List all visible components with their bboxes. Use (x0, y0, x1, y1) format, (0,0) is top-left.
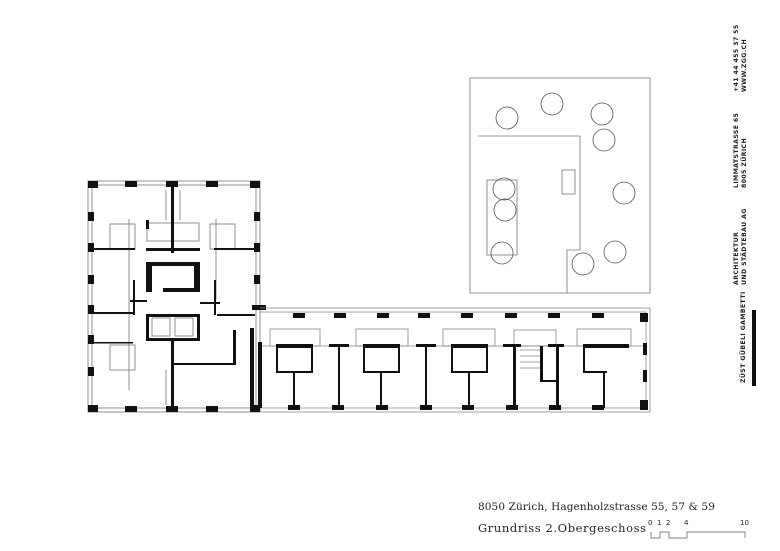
scale-tick-10: 10 (740, 519, 749, 527)
office-street: LIMMATSTRASSE 65 (733, 112, 740, 188)
scale-tick-0: 0 (648, 519, 653, 527)
balcony (442, 328, 496, 347)
office-contact: +41 44 455 37 55 WWW.ZGG.CH (733, 24, 748, 92)
tree-circles (490, 92, 636, 276)
residential-wing (258, 307, 651, 413)
office-name: ZÜST GÜBELI GAMBETTI (740, 291, 748, 383)
office-phone: +41 44 455 37 55 (733, 24, 740, 92)
brand-bar (752, 310, 756, 386)
office-web: WWW.ZGG.CH (740, 38, 748, 92)
project-address: 8050 Zürich, Hagenholzstrasse 55, 57 & 5… (478, 501, 715, 513)
office-line2: UND STÄDTEBAU AG (740, 208, 748, 285)
balcony (269, 328, 321, 347)
terrace-bench (561, 169, 576, 195)
terrace-bench (486, 179, 518, 256)
scale-tick-2: 2 (666, 519, 671, 527)
balcony (576, 328, 632, 347)
balcony (513, 329, 557, 347)
roof-terrace (469, 77, 651, 294)
office-address: LIMMATSTRASSE 65 8005 ZÜRICH (733, 113, 748, 188)
plan-title: Grundriss 2.Obergeschoss (478, 521, 647, 535)
balcony (355, 328, 409, 347)
scale-tick-4: 4 (684, 519, 689, 527)
tower-block (87, 180, 266, 413)
office-company: ARCHITEKTUR UND STÄDTEBAU AG (733, 208, 748, 285)
scale-tick-1: 1 (657, 519, 662, 527)
office-line1: ARCHITEKTUR (733, 231, 740, 285)
scale-bar (650, 531, 746, 539)
office-name-text: ZÜST GÜBELI GAMBETTI (740, 291, 747, 383)
office-city: 8005 ZÜRICH (740, 137, 748, 188)
